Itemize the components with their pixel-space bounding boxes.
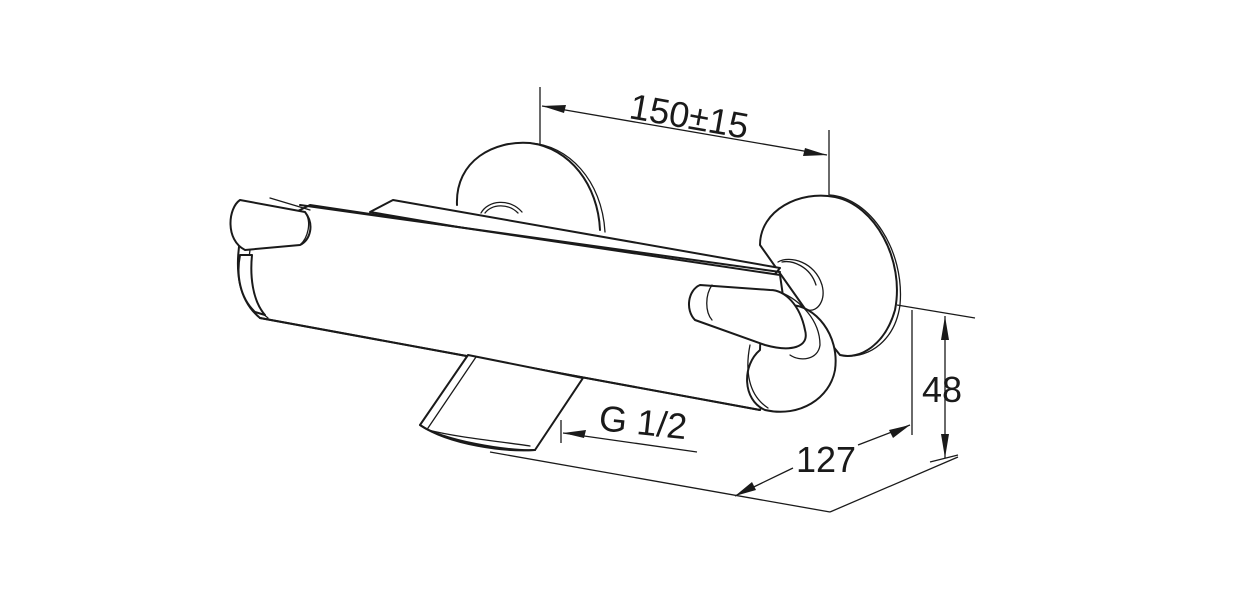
dimension-label-center-distance: 150±15 bbox=[627, 86, 752, 147]
dimension-thread: G 1/2 bbox=[560, 397, 698, 453]
dimension-depth: 127 bbox=[489, 424, 959, 513]
right-flow-handle bbox=[688, 284, 837, 413]
dimension-height: 48 bbox=[896, 304, 976, 463]
left-wall-flange bbox=[455, 141, 606, 233]
dimension-label-height: 48 bbox=[922, 369, 962, 410]
right-wall-flange bbox=[759, 194, 902, 357]
bath-spout bbox=[419, 354, 584, 452]
left-temperature-handle bbox=[229, 197, 312, 316]
dimension-label-thread: G 1/2 bbox=[597, 397, 689, 447]
dimension-label-depth: 127 bbox=[796, 439, 856, 480]
